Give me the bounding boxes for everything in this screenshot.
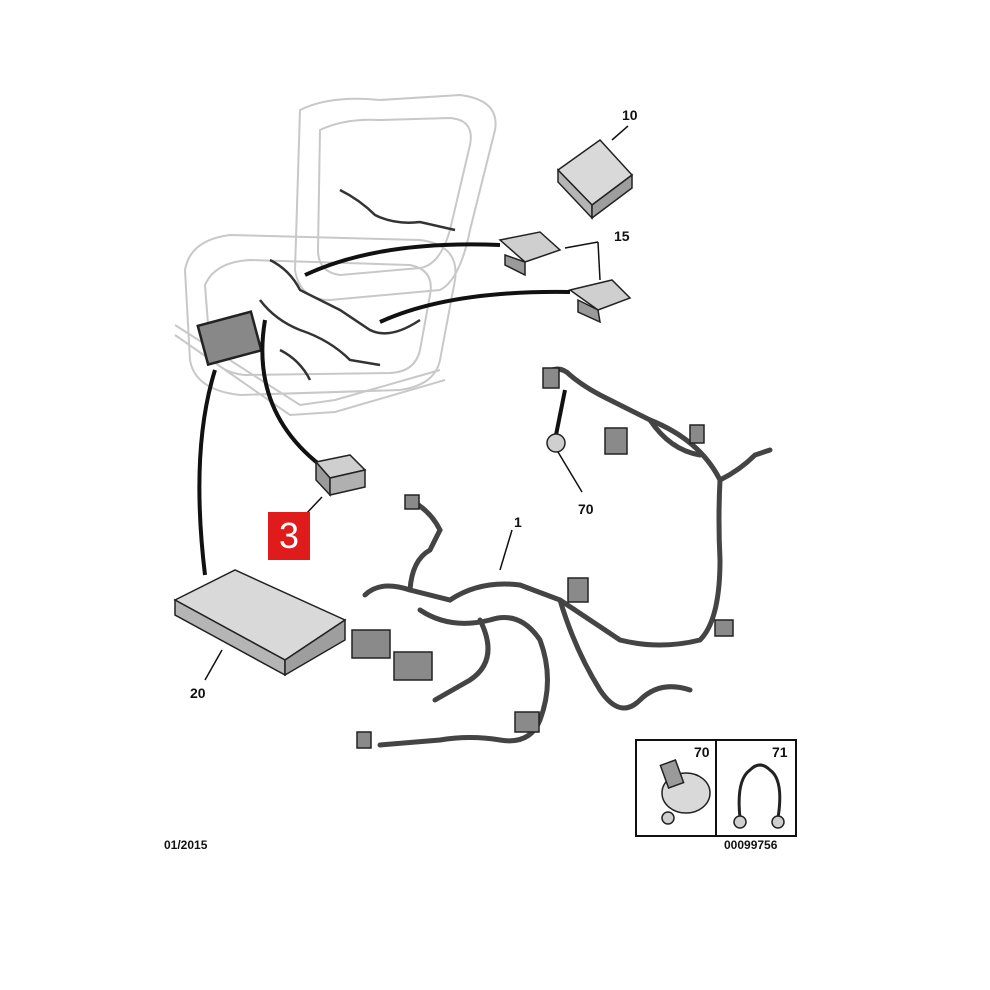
part-15-switches bbox=[498, 231, 632, 324]
clip-71-icon bbox=[733, 763, 785, 829]
harness-connectors bbox=[351, 367, 734, 749]
highlighted-part-badge[interactable]: 3 bbox=[268, 512, 310, 560]
footer-date: 01/2015 bbox=[164, 838, 208, 852]
callout-15: 15 bbox=[614, 228, 630, 244]
legend-label-71: 71 bbox=[772, 744, 788, 760]
clip-70-icon bbox=[659, 759, 711, 825]
clip-70-in-scene bbox=[499, 433, 583, 571]
part-3-connector bbox=[304, 454, 367, 516]
footer-doc-number: 00099756 bbox=[724, 838, 778, 852]
seat-illustration bbox=[174, 93, 497, 417]
part-1-harness bbox=[362, 366, 773, 748]
part-10-module bbox=[556, 125, 634, 220]
part-20-ecu bbox=[173, 569, 347, 681]
callout-10: 10 bbox=[622, 107, 638, 123]
callout-1: 1 bbox=[514, 514, 522, 530]
callout-70: 70 bbox=[578, 501, 594, 517]
seat-harness bbox=[196, 188, 456, 381]
leader-lines bbox=[197, 242, 571, 576]
legend-label-70: 70 bbox=[694, 744, 710, 760]
callout-20: 20 bbox=[190, 685, 206, 701]
